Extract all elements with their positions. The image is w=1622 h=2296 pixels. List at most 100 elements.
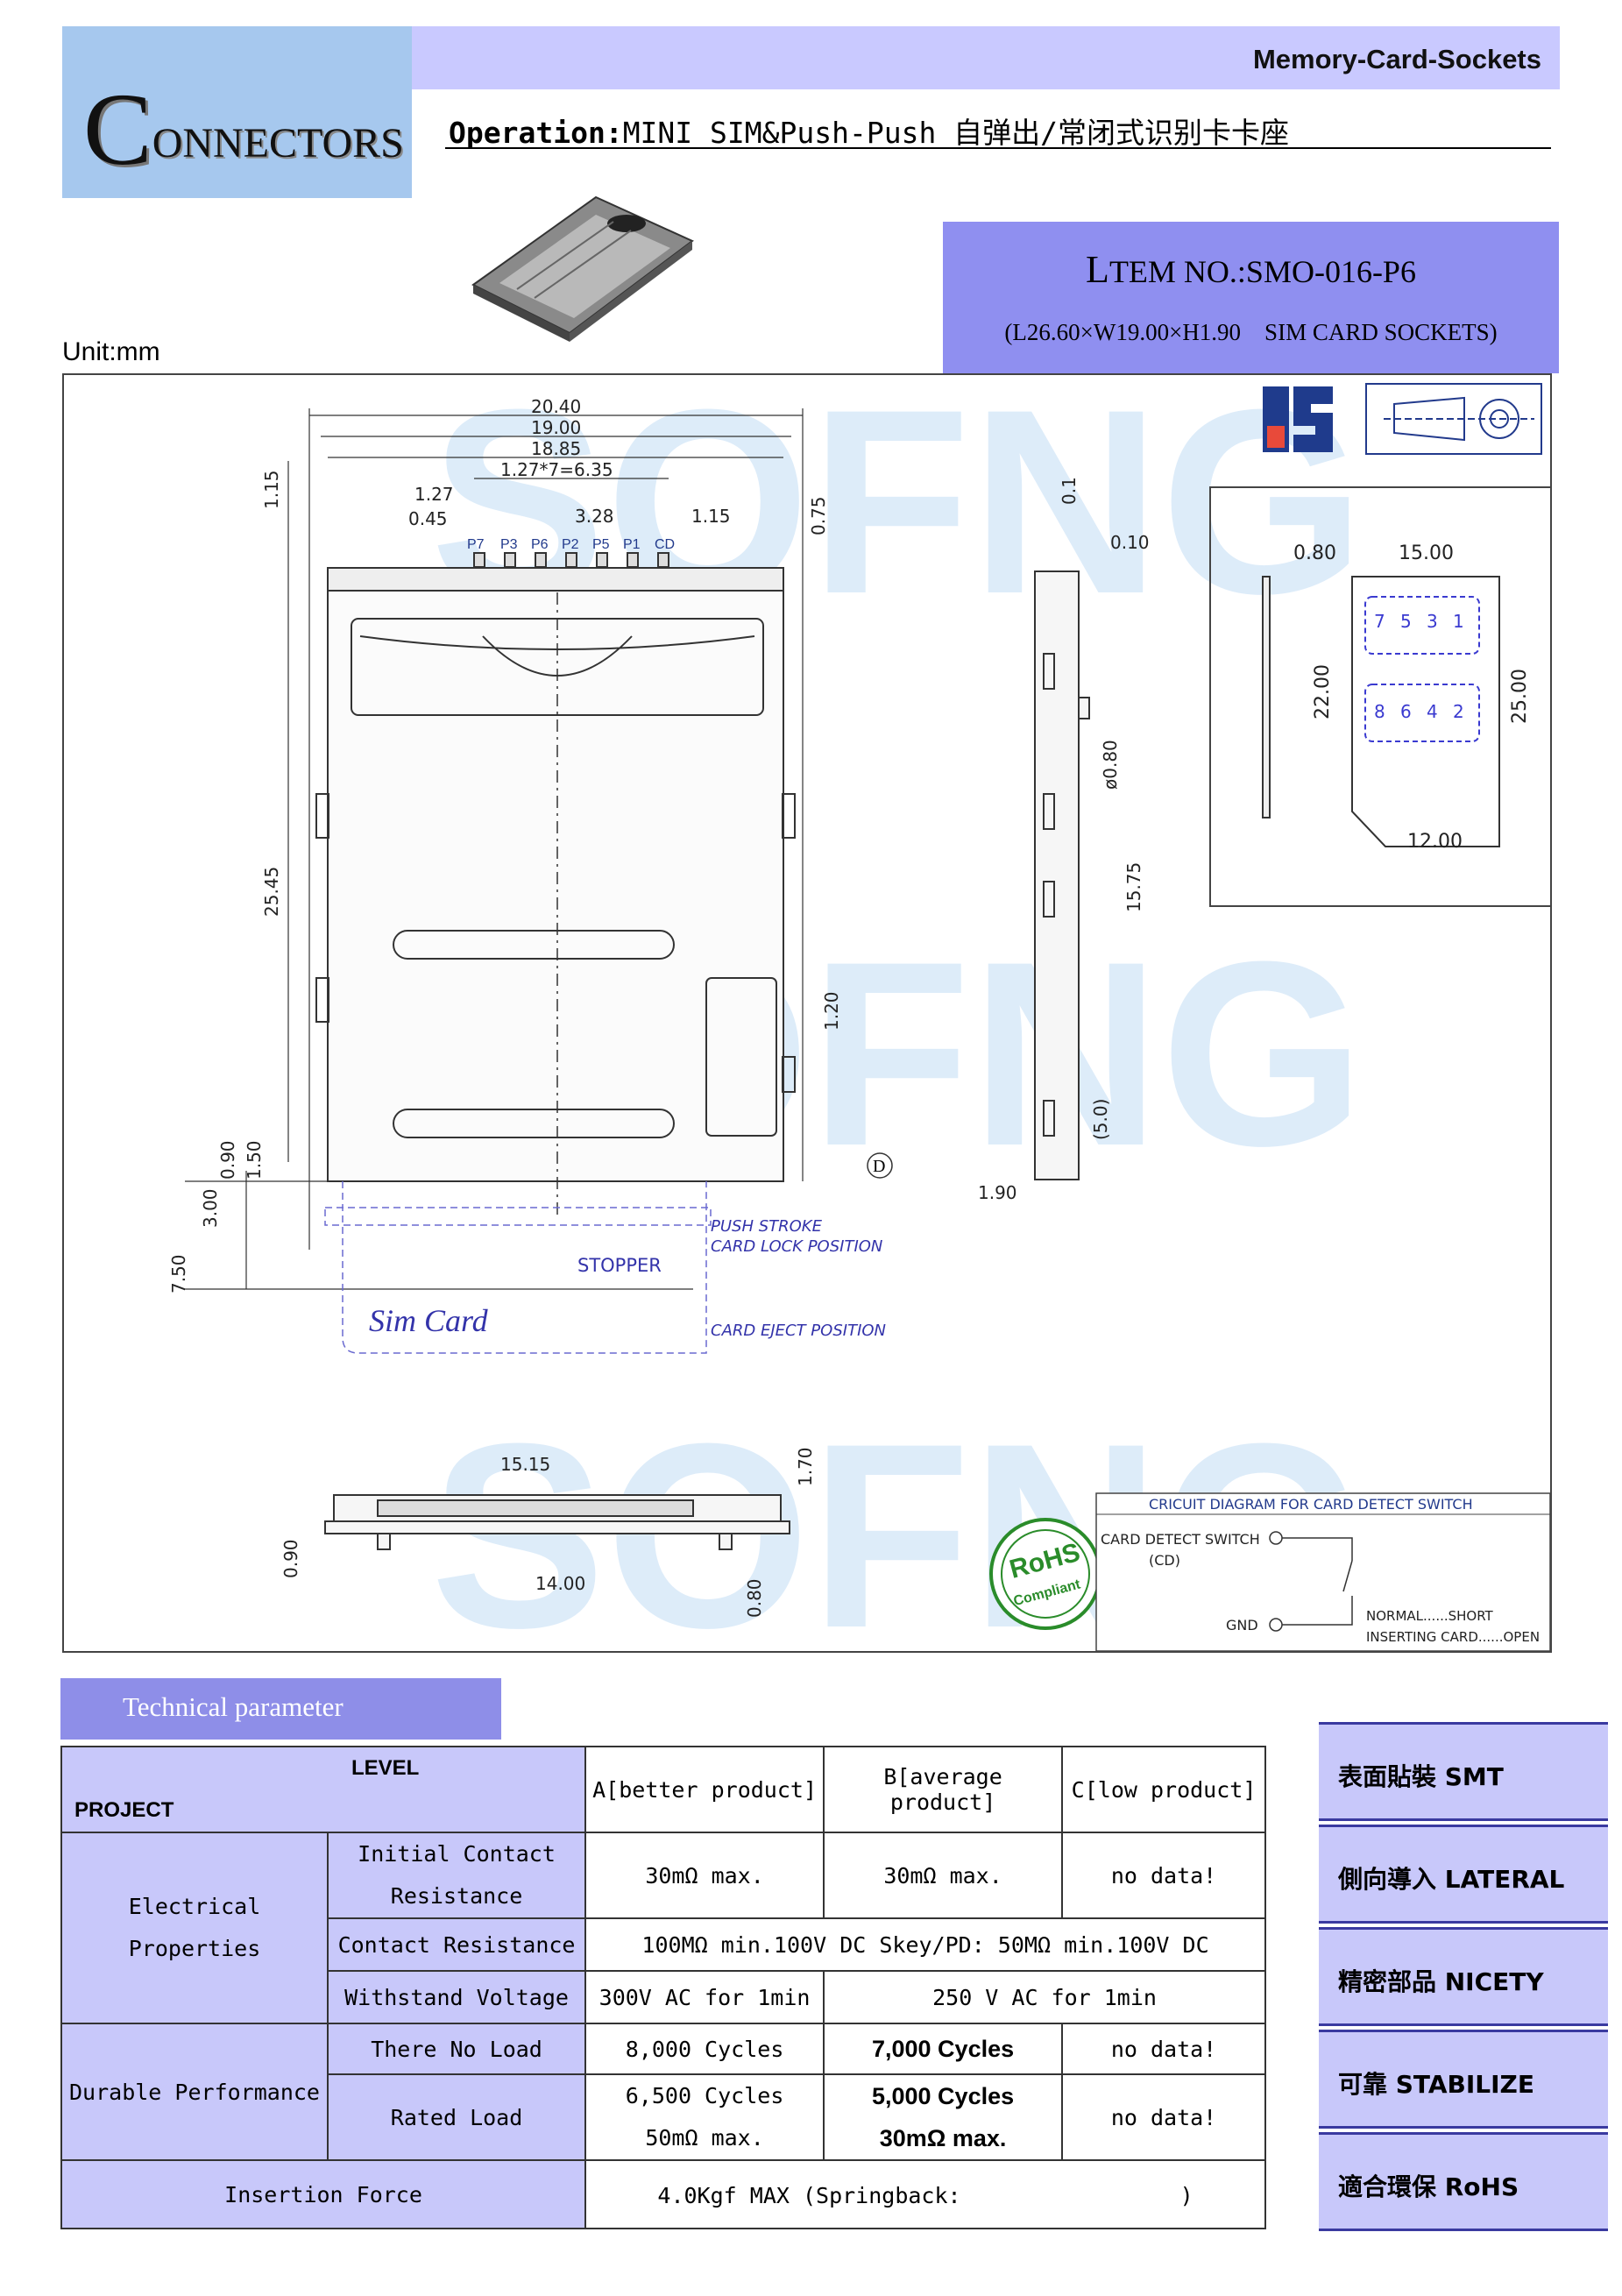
dim-text: 7.50 bbox=[168, 1254, 189, 1293]
side-dimension-text: 0.1 0.10 ø0.80 15.75 (5.0) 1.90 bbox=[978, 477, 1150, 1203]
pin-label: P6 bbox=[531, 537, 549, 552]
category-band bbox=[412, 26, 1560, 89]
pin-label: P1 bbox=[623, 537, 641, 552]
card-detail-outline bbox=[1262, 576, 1500, 847]
rated-b-1: 5,000 Cycles bbox=[871, 2083, 1015, 2109]
pin-row bbox=[473, 552, 669, 568]
dim-text: 22.00 bbox=[1312, 664, 1334, 719]
dim-text: 12.00 bbox=[1407, 831, 1463, 853]
dim-text: 25.00 bbox=[1509, 669, 1531, 724]
dim-text: 1.50 bbox=[244, 1140, 265, 1180]
dim-text: 0.1 bbox=[1059, 477, 1080, 505]
no-load-a: 8,000 Cycles bbox=[584, 2023, 825, 2075]
feature-smt: 表面貼裝 SMT bbox=[1319, 1722, 1608, 1821]
card-lock-label: CARD LOCK POSITION bbox=[711, 1237, 882, 1256]
feature-stabilize: 可靠 STABILIZE bbox=[1319, 2030, 1608, 2129]
dim-text: ø0.80 bbox=[1100, 740, 1121, 790]
initial-b: 30mΩ max. bbox=[823, 1832, 1064, 1919]
tech-param-title: Technical parameter bbox=[123, 1691, 344, 1722]
withstand-bc: 250 V AC for 1min bbox=[823, 1970, 1266, 2024]
initial-contact-line2: Resistance bbox=[390, 1883, 523, 1909]
technical-drawing bbox=[62, 373, 1552, 1653]
electrical-line1: Electrical bbox=[128, 1894, 261, 1919]
category-label: Memory-Card-Sockets bbox=[1252, 44, 1541, 74]
circuit-switch-label: CARD DETECT SWITCH bbox=[1101, 1531, 1260, 1548]
card-eject-label: CARD EJECT POSITION bbox=[711, 1322, 886, 1340]
col-c-header: C[low product] bbox=[1061, 1746, 1266, 1833]
dim-text: 18.85 bbox=[531, 438, 581, 459]
dim-text: 15.75 bbox=[1123, 862, 1144, 912]
dim-text: 20.40 bbox=[531, 396, 581, 417]
feature-label: 適合環保 RoHS bbox=[1338, 2172, 1519, 2201]
brand-mark-icon bbox=[1263, 386, 1333, 452]
item-no-prefix: L bbox=[1086, 248, 1109, 291]
withstand-a: 300V AC for 1min bbox=[584, 1970, 825, 2024]
rated-b-2: 30mΩ max. bbox=[879, 2125, 1007, 2151]
operation-line: Operation:MINI SIM&Push-Push 自弹出/常闭式识别卡卡… bbox=[449, 110, 1289, 152]
table-header-row: LEVEL PROJECT A[better product] B[averag… bbox=[60, 1746, 1266, 1833]
rated-c: no data! bbox=[1061, 2073, 1266, 2161]
card-pin: 7 bbox=[1374, 611, 1385, 632]
no-load-c: no data! bbox=[1061, 2023, 1266, 2075]
feature-rohs: 適合環保 RoHS bbox=[1319, 2132, 1608, 2231]
pin-labels: P7 P3 P6 P2 P5 P1 CD bbox=[467, 537, 675, 552]
sim-card-outline bbox=[324, 1181, 712, 1354]
col-b-header: B[average product] bbox=[823, 1746, 1064, 1833]
socket-top-view bbox=[315, 567, 796, 1215]
item-number: LTEM NO.:SMO-016-P6 bbox=[943, 247, 1559, 292]
product-photo bbox=[471, 195, 694, 342]
spec-table: LEVEL PROJECT A[better product] B[averag… bbox=[60, 1746, 1266, 2229]
item-box bbox=[943, 222, 1559, 373]
item-dimensions: (L26.60×W19.00×H1.90 SIM CARD SOCKETS) bbox=[1004, 319, 1498, 345]
card-pin: 3 bbox=[1427, 611, 1438, 632]
table-row: Withstand Voltage 300V AC for 1min 250 V… bbox=[61, 1970, 1266, 2024]
rated-a-2: 50mΩ max. bbox=[645, 2125, 764, 2151]
level-label: LEVEL bbox=[351, 1756, 420, 1780]
left-dimension-lines bbox=[185, 461, 781, 1290]
card-pin: 4 bbox=[1427, 701, 1438, 722]
dim-text: 0.80 bbox=[744, 1578, 765, 1618]
dim-text: 0.90 bbox=[280, 1539, 301, 1578]
dim-text: (5.0) bbox=[1090, 1099, 1111, 1140]
dim-text: 1.15 bbox=[691, 506, 731, 527]
operation-label: Operation: bbox=[449, 116, 623, 150]
dim-text: 1.90 bbox=[978, 1182, 1017, 1203]
tech-param-header bbox=[60, 1678, 501, 1740]
dim-text: 0.10 bbox=[1110, 532, 1150, 553]
drawing-canvas: SOFNG SOFNG SOFNG P7 P3 P6 P2 P5 P1 CD bbox=[168, 373, 1552, 1653]
logo-initial: C bbox=[83, 72, 152, 187]
initial-contact-line1: Initial Contact bbox=[358, 1841, 556, 1867]
pin-label: P7 bbox=[467, 537, 485, 552]
pin-label: P2 bbox=[562, 537, 579, 552]
dim-text: 0.75 bbox=[808, 496, 829, 535]
card-pin: 8 bbox=[1374, 701, 1385, 722]
card-dimension-text: 0.80 15.00 22.00 25.00 12.00 bbox=[1293, 542, 1531, 853]
marker-label: D bbox=[873, 1157, 885, 1176]
top-dimension-lines bbox=[308, 408, 804, 1250]
dim-text: 1.27*7=6.35 bbox=[500, 459, 613, 480]
circuit-title: CRICUIT DIAGRAM FOR CARD DETECT SWITCH bbox=[1149, 1496, 1473, 1513]
initial-c: no data! bbox=[1061, 1832, 1266, 1919]
dim-text: 1.15 bbox=[261, 470, 282, 509]
sim-labels: PUSH STROKE CARD LOCK POSITION STOPPER C… bbox=[577, 1217, 886, 1340]
circuit-inserting-label: INSERTING CARD......OPEN bbox=[1366, 1629, 1540, 1645]
dim-text: 1.70 bbox=[795, 1447, 816, 1486]
level-project-cell: LEVEL PROJECT bbox=[60, 1746, 587, 1833]
feature-label: 表面貼裝 SMT bbox=[1338, 1762, 1504, 1791]
dim-text: 1.20 bbox=[821, 991, 842, 1031]
circuit-gnd-label: GND bbox=[1226, 1617, 1258, 1633]
electrical-line2: Properties bbox=[128, 1936, 261, 1961]
operation-rule bbox=[445, 147, 1551, 149]
dim-text: 14.00 bbox=[535, 1573, 585, 1594]
col-a-header: A[better product] bbox=[584, 1746, 825, 1833]
pin-label: P5 bbox=[592, 537, 610, 552]
contact-resistance-value: 100MΩ min.100V DC Skey/PD: 50MΩ min.100V… bbox=[584, 1917, 1266, 1972]
dim-text: 0.90 bbox=[217, 1140, 238, 1180]
socket-side-view bbox=[1034, 570, 1090, 1180]
dim-text: 3.00 bbox=[200, 1188, 221, 1228]
dim-text: 3.28 bbox=[575, 506, 614, 527]
withstand-voltage-label: Withstand Voltage bbox=[326, 1970, 587, 2024]
